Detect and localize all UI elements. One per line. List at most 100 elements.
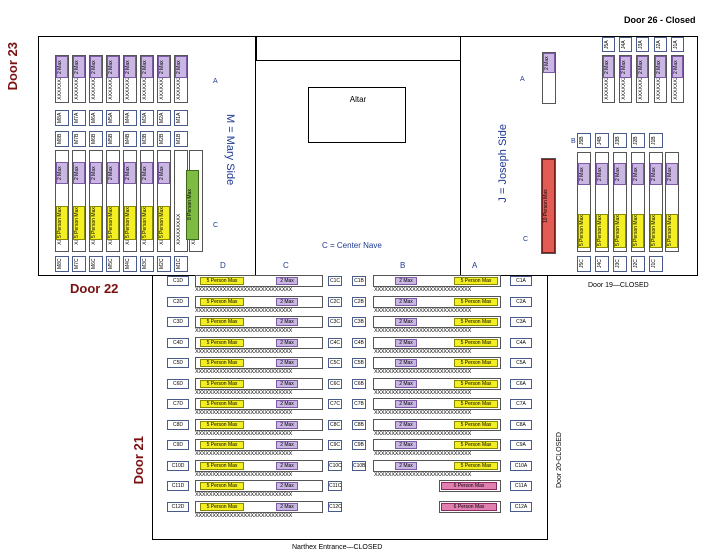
mary-b-2max: 2 Max xyxy=(141,162,153,184)
row-code-d: C2D xyxy=(167,296,189,307)
five-max-d: 5 Person Max xyxy=(200,502,244,511)
joseph-b-2max: 2 Max xyxy=(650,163,662,185)
row-code-a: C2A xyxy=(510,296,532,307)
x-row-right: XXXXXXXXXXXXXXXXXXXXXXXXXXXX xyxy=(374,410,472,416)
mary-b-code: M4B xyxy=(123,131,137,147)
six-max-a: 6 Person Max xyxy=(441,502,497,511)
joseph-c-5max: 5 Person Max xyxy=(666,214,678,248)
joseph-a-2max: 2 Max xyxy=(672,56,683,78)
sanctuary-top-wall xyxy=(256,36,460,37)
two-max-b: 2 Max xyxy=(395,318,417,326)
narthex-label: Narthex Entrance—CLOSED xyxy=(292,544,383,551)
door-26-label: Door 26 - Closed xyxy=(624,15,696,25)
row-code-d: C10D xyxy=(167,460,189,471)
row-code-a: C7A xyxy=(510,399,532,409)
five-max-a: 5 Person Max xyxy=(454,359,498,367)
five-max-a: 5 Person Max xyxy=(454,461,498,470)
joseph-c-code: J4C xyxy=(595,256,609,272)
door-19-label: Door 19—CLOSED xyxy=(588,282,649,289)
row-code-c: C2C xyxy=(328,296,342,307)
mary-a-2max: 2 Max xyxy=(107,56,119,78)
x-row-right: XXXXXXXXXXXXXXXXXXXXXXXXXXXX xyxy=(374,307,472,314)
two-max-b: 2 Max xyxy=(395,277,417,285)
mary-a-2max: 2 Max xyxy=(124,56,136,78)
mary-a-code: M3A xyxy=(140,110,154,126)
x-row-right: XXXXXXXXXXXXXXXXXXXXXXXXXXXX xyxy=(374,471,472,478)
mary-a-code: M5A xyxy=(106,110,120,126)
joseph-b-2max: 2 Max xyxy=(666,163,678,185)
joseph-c-code: J3C xyxy=(613,256,627,272)
mary-c-5max: 5 Person Max xyxy=(107,206,119,240)
two-max-c: 2 Max xyxy=(276,277,298,285)
joseph-col-c: C xyxy=(523,236,529,243)
two-max-c: 2 Max xyxy=(276,338,298,347)
x-row-left: XXXXXXXXXXXXXXXXXXXXXXXXXXXX xyxy=(195,369,293,375)
mary-b-code: M5B xyxy=(106,131,120,147)
row-code-d: C3D xyxy=(167,317,189,327)
x-row-left: XXXXXXXXXXXXXXXXXXXXXXXXXXXX xyxy=(195,307,293,314)
joseph-b-code: J3B xyxy=(613,133,627,148)
two-max-b: 2 Max xyxy=(395,420,417,429)
sanctuary-left-wall xyxy=(256,36,257,60)
two-max-b: 2 Max xyxy=(395,338,417,347)
mary-a-2max: 2 Max xyxy=(56,56,68,78)
five-max-a: 5 Person Max xyxy=(454,297,498,306)
two-max-c: 2 Max xyxy=(276,482,298,490)
row-code-a: C5A xyxy=(510,358,532,368)
row-code-b: C4B xyxy=(352,337,366,348)
x-row-left: XXXXXXXXXXXXXXXXXXXXXXXXXXXX xyxy=(195,348,293,355)
mary-b-2max: 2 Max xyxy=(73,162,85,184)
row-code-c: C6C xyxy=(328,378,342,389)
row-code-c: C10C xyxy=(328,460,342,471)
row-code-d: C7D xyxy=(167,399,189,409)
row-code-b: C2B xyxy=(352,296,366,307)
five-max-d: 5 Person Max xyxy=(200,420,244,429)
two-max-b: 2 Max xyxy=(395,379,417,388)
mary-a-code: M8A xyxy=(55,110,69,126)
row-code-b: C8B xyxy=(352,419,366,430)
mary-b-2max: 2 Max xyxy=(124,162,136,184)
x-row-left: XXXXXXXXXXXXXXXXXXXXXXXXXXXX xyxy=(195,451,293,457)
mary-c-code: M2C xyxy=(157,256,171,272)
two-max-c: 2 Max xyxy=(276,420,298,429)
row-code-a: C6A xyxy=(510,378,532,389)
five-max-d: 5 Person Max xyxy=(200,379,244,388)
mary-b-2max: 2 Max xyxy=(90,162,102,184)
row-code-a: C4A xyxy=(510,337,532,348)
mary-a-code: M4A xyxy=(123,110,137,126)
door-20-label: Door 20-CLOSED xyxy=(556,432,563,489)
row-code-c: C11C xyxy=(328,481,342,491)
two-max-b: 2 Max xyxy=(395,297,417,306)
sanctuary-step xyxy=(256,60,460,61)
mary-b-code: M7B xyxy=(72,131,86,147)
six-max-a: 6 Person Max xyxy=(441,482,497,490)
center-col-c: C xyxy=(283,261,289,270)
joseph-c-code: J2C xyxy=(631,256,645,272)
joseph-a-code: J5A xyxy=(602,37,615,52)
mary-b-code: M8B xyxy=(55,131,69,147)
mary-a-code: M6A xyxy=(89,110,103,126)
joseph-c-code: J1C xyxy=(649,256,663,272)
altar-label: Altar xyxy=(349,95,367,104)
five-max-a: 5 Person Max xyxy=(454,318,498,326)
joseph-a-code: J4A xyxy=(619,37,632,52)
mary-c-code: M4C xyxy=(123,256,137,272)
row-code-b: C3B xyxy=(352,317,366,327)
mary-a-2max: 2 Max xyxy=(90,56,102,78)
joseph-b-code: J4B xyxy=(595,133,609,148)
mary-c-code: M6C xyxy=(89,256,103,272)
five-max-d: 5 Person Max xyxy=(200,441,244,449)
row-code-b: C5B xyxy=(352,358,366,368)
five-max-d: 5 Person Max xyxy=(200,400,244,408)
x-row-right: XXXXXXXXXXXXXXXXXXXXXXXXXXXX xyxy=(374,328,472,334)
door-22-label: Door 22 xyxy=(70,281,119,296)
mary-b-code: M1B xyxy=(174,131,188,147)
five-max-d: 5 Person Max xyxy=(200,359,244,367)
mary-c-code: M7C xyxy=(72,256,86,272)
x-row-left: XXXXXXXXXXXXXXXXXXXXXXXXXXXX xyxy=(195,512,293,519)
row-code-a: C8A xyxy=(510,419,532,430)
five-max-d: 5 Person Max xyxy=(200,277,244,285)
x-row-right: XXXXXXXXXXXXXXXXXXXXXXXXXXXX xyxy=(374,287,472,293)
door-21-label: Door 21 xyxy=(131,436,146,485)
